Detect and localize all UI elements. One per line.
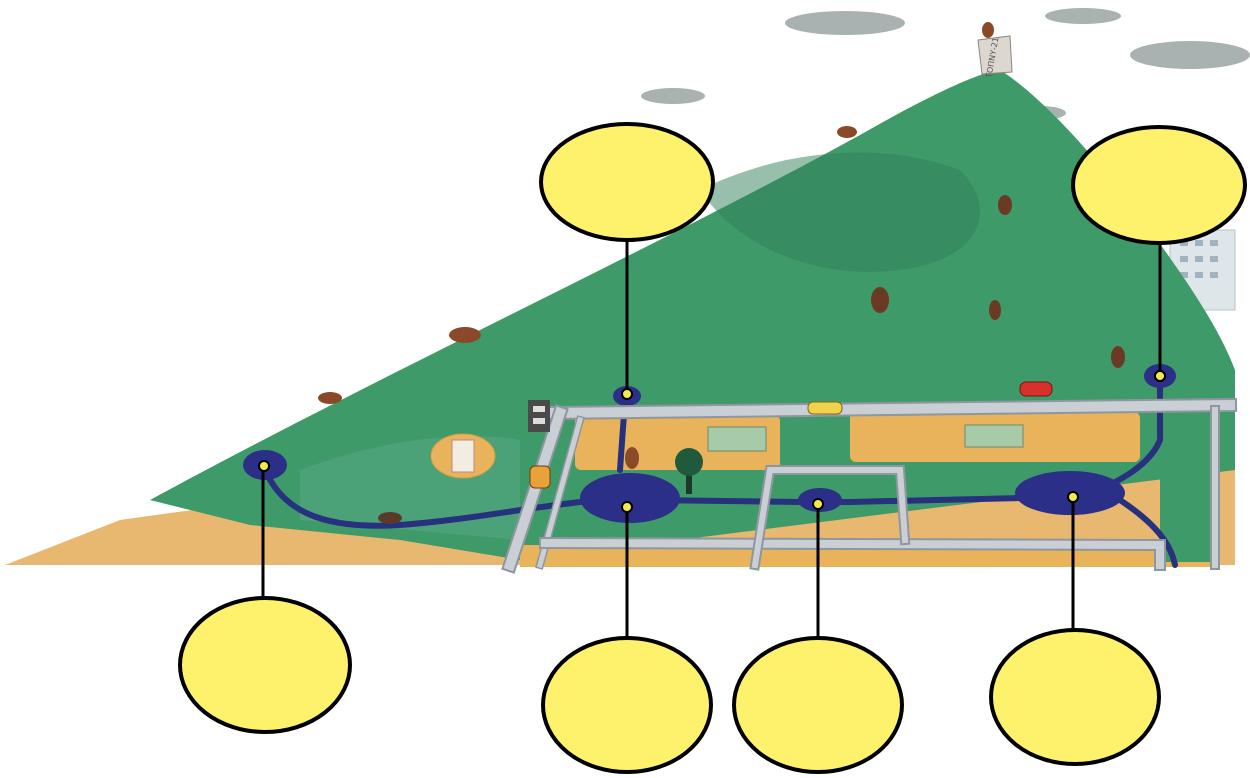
car-red <box>1019 381 1053 397</box>
callout-markers <box>258 370 1166 513</box>
hill-shading <box>700 152 980 272</box>
roads <box>501 397 1238 574</box>
callouts <box>261 238 1162 638</box>
cloud <box>1130 41 1250 69</box>
tree <box>675 448 703 494</box>
label-circle-6[interactable] <box>989 628 1161 766</box>
marker-dot <box>1154 370 1166 382</box>
cloud <box>1045 8 1121 24</box>
marker-dot <box>621 501 633 513</box>
label-circle-3[interactable] <box>178 596 352 734</box>
cloud <box>641 88 705 104</box>
label-circle-2[interactable] <box>1071 125 1247 245</box>
car-orange <box>529 465 551 489</box>
marker-dot <box>812 498 824 510</box>
cloud <box>785 11 905 35</box>
car-yellow <box>807 401 843 415</box>
marker-dot <box>258 460 270 472</box>
marker-dot <box>621 388 633 400</box>
label-circles <box>178 122 1247 774</box>
monkeys <box>318 22 1125 524</box>
buildings <box>430 400 1024 479</box>
label-circle-1[interactable] <box>539 122 715 242</box>
pond <box>580 473 680 523</box>
marker-dot <box>1067 491 1079 503</box>
cars <box>529 381 1053 489</box>
clouds <box>641 8 1250 120</box>
summit-monument: ΤΟΠΝΥ-21 <box>977 35 1013 80</box>
label-circle-5[interactable] <box>732 636 904 774</box>
label-circle-4[interactable] <box>541 636 713 774</box>
ponds <box>243 364 1176 523</box>
